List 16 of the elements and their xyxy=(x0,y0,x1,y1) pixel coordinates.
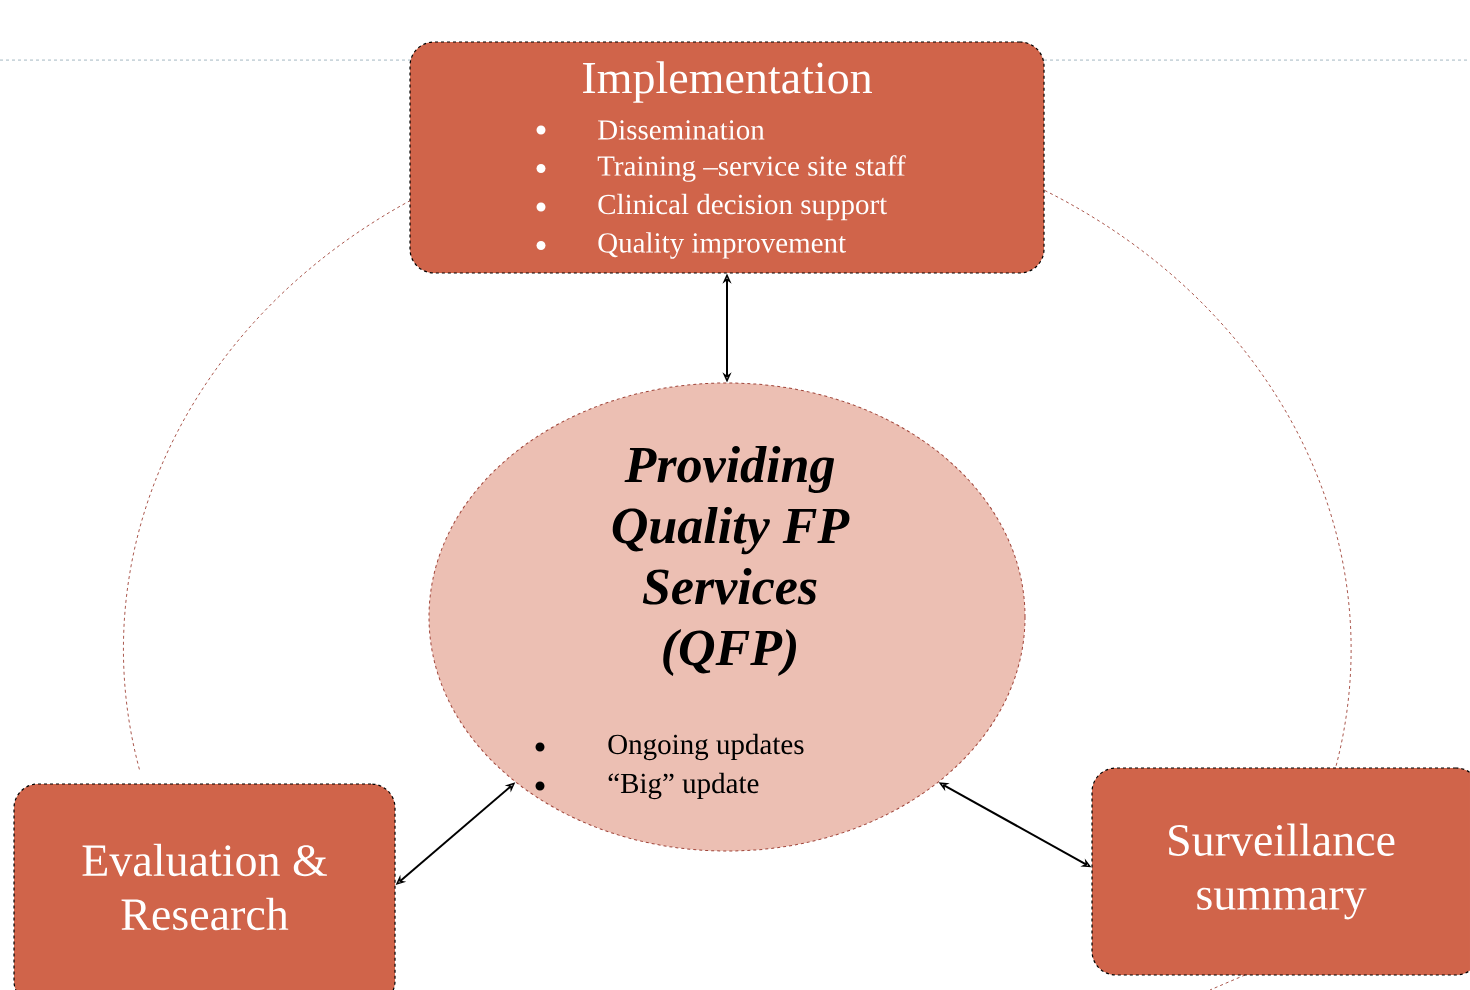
bullet-item: Dissemination xyxy=(598,120,765,140)
bullet-item: Quality improvement xyxy=(598,232,846,259)
ellipse-title: Providing Quality FP Services (QFP) xyxy=(612,445,850,677)
cycle-arc xyxy=(123,200,411,770)
process-box xyxy=(409,41,1045,274)
box-label: Surveillance summary xyxy=(1169,823,1395,920)
process-box xyxy=(13,783,396,990)
bullet-item: Clinical decision support xyxy=(598,193,888,221)
bullet-item: Ongoing updates xyxy=(608,733,804,761)
box-heading: Implementation xyxy=(583,61,872,103)
cycle-arc xyxy=(1044,189,1352,768)
bullet-item: Training –service site staff xyxy=(597,155,906,182)
process-box xyxy=(1091,767,1470,976)
box-label: Evaluation & Research xyxy=(82,843,327,931)
process-ellipse xyxy=(428,382,1026,852)
bullet-item: “Big” update xyxy=(608,772,759,800)
